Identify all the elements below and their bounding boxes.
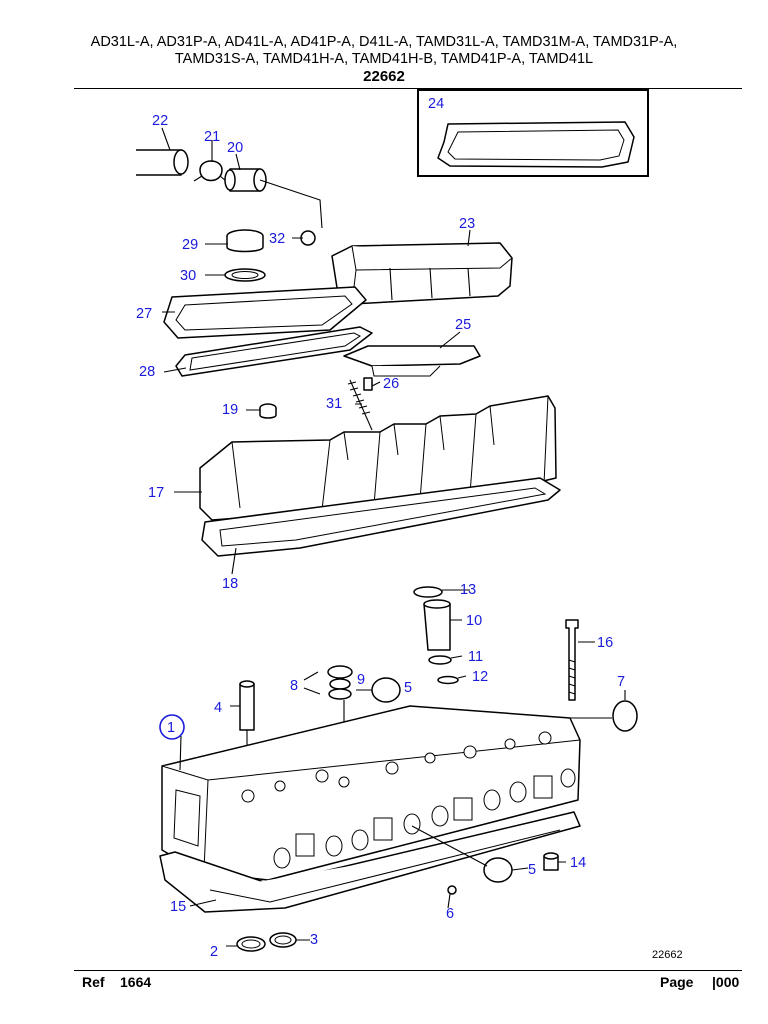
head-top-holes [241, 731, 552, 803]
head-gasket [159, 811, 581, 913]
callout-28: 28 [139, 364, 155, 380]
callout-30: 30 [180, 268, 196, 284]
callout-24: 24 [428, 96, 444, 112]
model-list-line-1: AD31L-A, AD31P-A, AD41L-A, AD41P-A, D41L… [90, 34, 678, 50]
breather-plate [343, 345, 481, 391]
callout-8: 8 [290, 678, 298, 694]
callout-9: 9 [357, 672, 365, 688]
inset-gasket-box [417, 89, 649, 177]
leader-lines [161, 127, 626, 947]
head-ports [273, 768, 576, 869]
callout-32: 32 [269, 231, 285, 247]
callout-circle-1 [159, 714, 185, 740]
callout-18: 18 [222, 576, 238, 592]
cover-plate-and-gasket [163, 286, 373, 377]
callout-20: 20 [227, 140, 243, 156]
page-value: |000 [712, 974, 740, 990]
small-seals [236, 852, 559, 952]
callout-17: 17 [148, 485, 164, 501]
callout-22: 22 [152, 113, 168, 129]
callout-5: 5 [404, 680, 412, 696]
callout-13: 13 [460, 582, 476, 598]
page-label: Page [660, 974, 694, 990]
hose-clamp-nipple-group [136, 149, 267, 192]
callout-10: 10 [466, 613, 482, 629]
drawing-number: 22662 [652, 949, 683, 961]
callout-16: 16 [597, 635, 613, 651]
callout-27: 27 [136, 306, 152, 322]
bolt-and-plug [565, 619, 638, 732]
footer-rule [74, 970, 742, 971]
callout-19: 19 [222, 402, 238, 418]
callout-29: 29 [182, 237, 198, 253]
callout-21: 21 [204, 129, 220, 145]
callout-4: 4 [214, 700, 222, 716]
callout-11: 11 [468, 649, 483, 665]
group-number: 22662 [363, 68, 405, 85]
callout-26: 26 [383, 376, 399, 392]
callout-25: 25 [455, 317, 471, 333]
callout-23: 23 [459, 216, 475, 232]
valve-cover-gasket [201, 477, 561, 557]
header-rule [74, 88, 742, 89]
ref-value: 1664 [120, 974, 152, 990]
callout-labels: 1 2 3 4 5 5 6 7 8 9 10 11 12 13 14 15 16… [136, 96, 625, 960]
callout-1: 1 [167, 720, 175, 736]
callout-3: 3 [310, 932, 318, 948]
callout-5b: 5 [528, 862, 536, 878]
callout-2: 2 [210, 944, 218, 960]
injector-sleeve-parts [413, 586, 459, 685]
callout-6: 6 [446, 906, 454, 922]
rocker-cover-upper [331, 242, 513, 305]
callout-12: 12 [472, 669, 488, 685]
spring-and-nut [259, 379, 373, 431]
callout-15: 15 [170, 899, 186, 915]
model-list-line-2: TAMD31S-A, TAMD41H-A, TAMD41H-B, TAMD41P… [174, 51, 594, 67]
callout-7: 7 [617, 674, 625, 690]
cylinder-head [161, 705, 581, 883]
filler-cap-group [224, 229, 316, 282]
callout-31: 31 [326, 396, 342, 412]
ref-label: Ref [82, 974, 105, 990]
callout-14: 14 [570, 855, 586, 871]
